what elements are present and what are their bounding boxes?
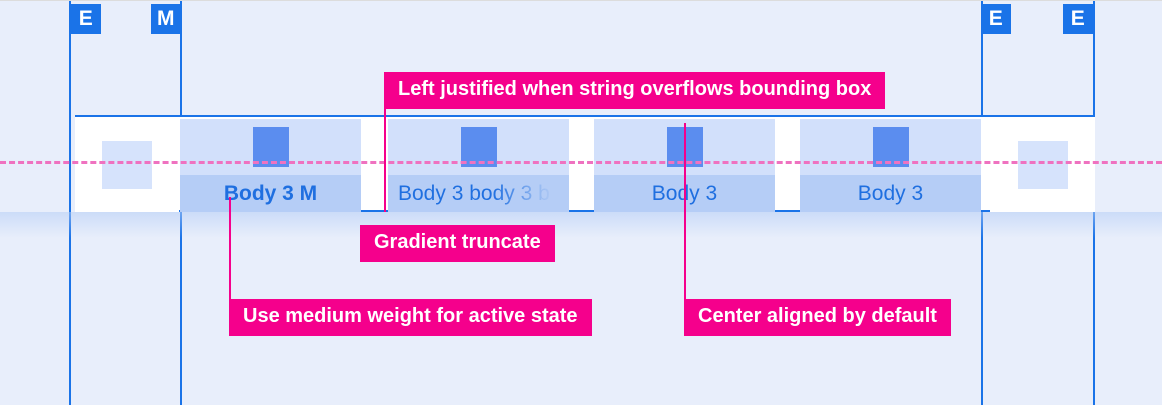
right-partial-cell[interactable]	[990, 119, 1095, 212]
tab-label-4: Body 3	[857, 182, 924, 205]
placeholder-square-icon	[1017, 141, 1068, 189]
tab-item-1[interactable]: Body 3 M	[180, 119, 361, 212]
marker-e-right-1: E	[981, 4, 1011, 34]
tab-icon-2	[460, 127, 497, 167]
tab-icon-row-4	[800, 119, 981, 175]
tab-icon-row-2	[388, 119, 569, 175]
tab-label-2: Body 3 body 3 b	[398, 175, 550, 212]
note-center-aligned: Center aligned by default	[684, 299, 951, 336]
tab-label-row-1: Body 3 M	[180, 175, 361, 212]
tab-icon-4	[872, 127, 909, 167]
note-left-justified: Left justified when string overflows bou…	[384, 72, 886, 109]
note-gradient-truncate: Gradient truncate	[360, 225, 555, 262]
tab-icon-row-1	[180, 119, 361, 175]
guide-line-1	[69, 1, 71, 405]
marker-e-left: E	[71, 4, 101, 34]
bottom-fade	[0, 212, 1162, 238]
tab-icon-1	[252, 127, 289, 167]
leader-overflow	[384, 73, 386, 212]
tab-item-2[interactable]: Body 3 body 3 b	[388, 119, 569, 212]
left-partial-cell[interactable]	[75, 119, 179, 212]
tab-label-row-2: Body 3 body 3 b	[388, 175, 569, 212]
tab-item-4[interactable]: Body 3	[800, 119, 981, 212]
note-medium-weight: Use medium weight for active state	[229, 299, 592, 336]
placeholder-square-icon	[102, 141, 152, 189]
marker-m: M	[151, 4, 181, 34]
tab-bar-component: Body 3 M Body 3 body 3 b Body 3	[75, 115, 1095, 212]
tab-label-1: Body 3 M	[223, 182, 318, 205]
leader-center-aligned	[684, 123, 686, 299]
marker-e-right-2: E	[1063, 4, 1093, 34]
tab-label-row-4: Body 3	[800, 175, 981, 212]
leader-medium-weight	[229, 197, 231, 299]
vertical-center-guide	[0, 161, 1162, 164]
